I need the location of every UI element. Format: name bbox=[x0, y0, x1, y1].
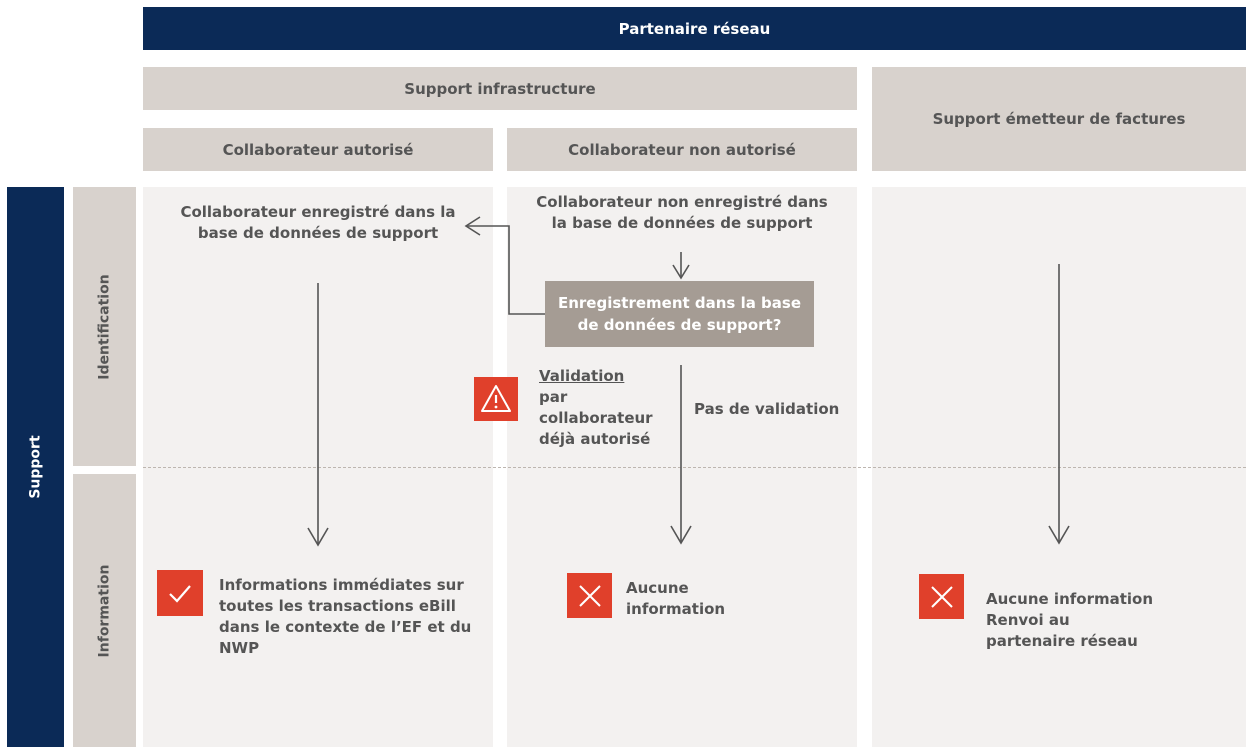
x-glyph bbox=[578, 584, 601, 607]
decision-label: Enregistrement dans la base de données d… bbox=[557, 294, 802, 334]
authorized-outcome: Informations immédiates sur toutes les t… bbox=[219, 576, 472, 657]
identification-row-header: Identification bbox=[73, 187, 136, 466]
unauthorized-header: Collaborateur non autorisé bbox=[507, 128, 857, 171]
issuer-outcome: Aucune information Renvoi au partenaire … bbox=[986, 589, 1186, 652]
information-row-header: Information bbox=[73, 474, 136, 747]
registered-node: Collaborateur enregistré dans la base de… bbox=[180, 203, 456, 242]
validation-title: Validation bbox=[539, 367, 625, 385]
unauthorized-header-label: Collaborateur non autorisé bbox=[568, 140, 796, 159]
issuer-header: Support émetteur de factures bbox=[872, 67, 1246, 171]
check-glyph bbox=[169, 585, 191, 603]
warning-icon bbox=[474, 377, 518, 421]
warning-glyph bbox=[481, 385, 511, 412]
not-registered-node: Collaborateur non enregistré dans la bas… bbox=[536, 193, 828, 232]
validation-note: Validation par collaborateur déjà autori… bbox=[539, 366, 679, 450]
support-row-header: Support bbox=[7, 187, 64, 747]
arrow-decision-yes bbox=[466, 225, 545, 315]
unauthorized-outcome: Aucune information bbox=[626, 579, 726, 618]
partner-header: Partenaire réseau bbox=[143, 7, 1246, 50]
issuer-outcome-line2: Renvoi au partenaire réseau bbox=[986, 611, 1138, 650]
check-icon bbox=[157, 570, 203, 616]
no-validation-label: Pas de validation bbox=[694, 400, 840, 418]
infra-header: Support infrastructure bbox=[143, 67, 857, 110]
validation-body: par collaborateur déjà autorisé bbox=[539, 388, 653, 448]
row-separator bbox=[143, 467, 1246, 468]
x-icon bbox=[567, 573, 612, 618]
partner-header-label: Partenaire réseau bbox=[618, 19, 771, 38]
authorized-header: Collaborateur autorisé bbox=[143, 128, 493, 171]
issuer-outcome-line1: Aucune information bbox=[986, 590, 1154, 608]
infra-header-label: Support infrastructure bbox=[404, 79, 596, 98]
x-icon bbox=[919, 574, 964, 619]
x-glyph bbox=[930, 585, 953, 608]
decision-node: Enregistrement dans la base de données d… bbox=[545, 281, 814, 347]
issuer-header-label: Support émetteur de factures bbox=[932, 110, 1186, 128]
authorized-header-label: Collaborateur autorisé bbox=[222, 140, 414, 159]
